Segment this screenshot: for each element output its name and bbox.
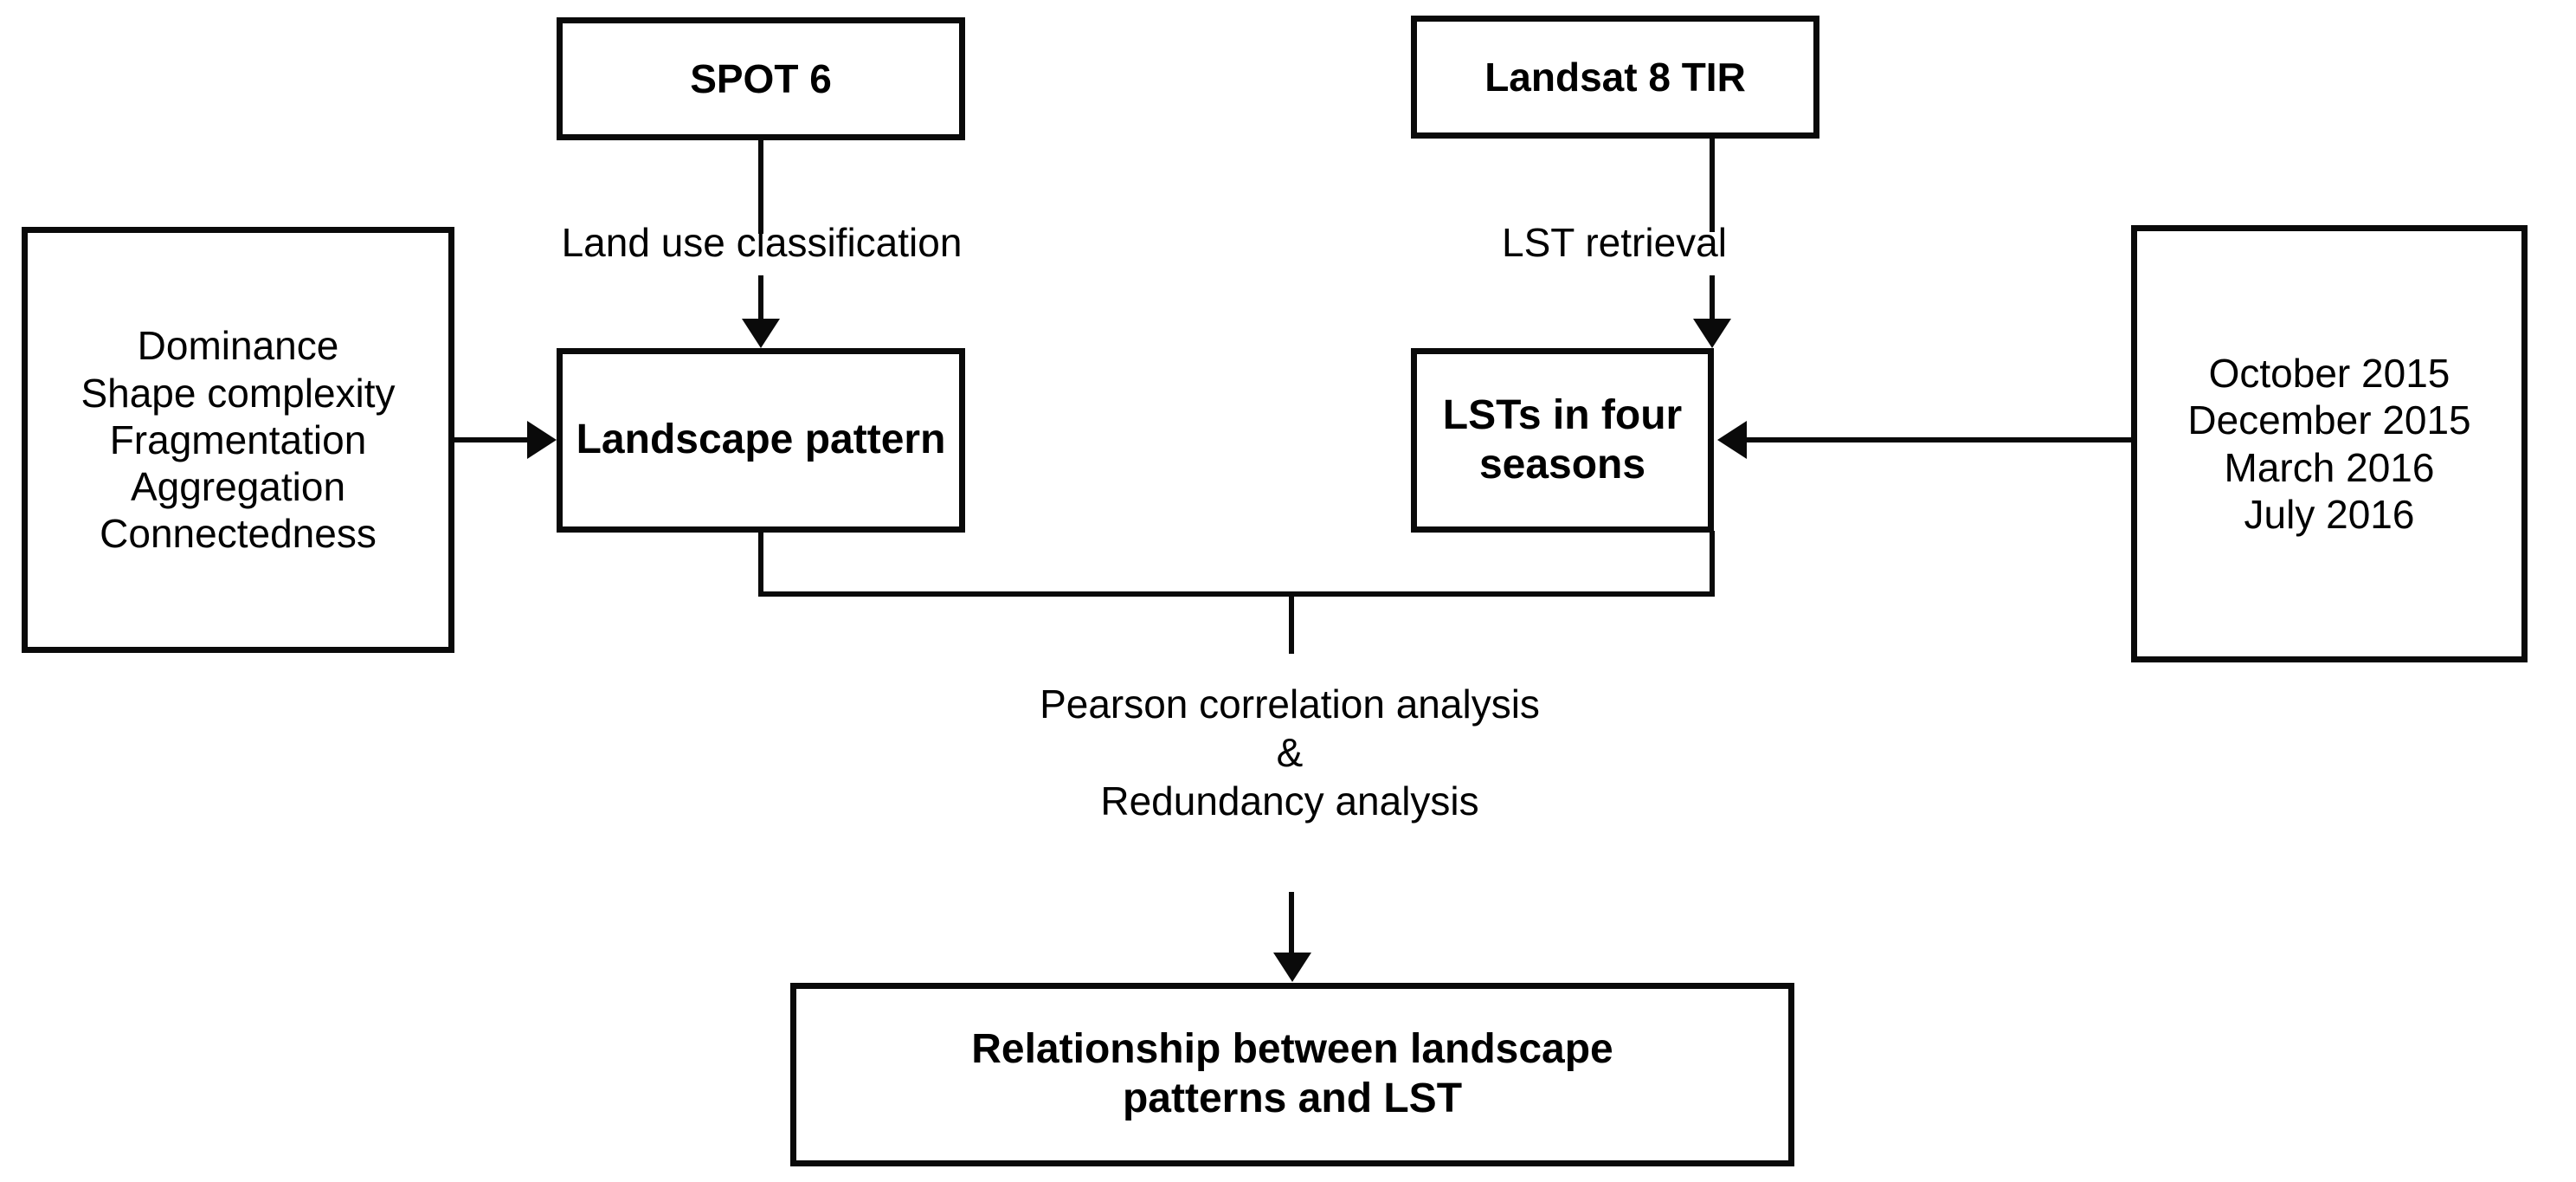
arrowhead-down-result-icon: [1273, 953, 1311, 982]
edge-label-lst-retrieval: LST retrieval: [1502, 220, 1727, 265]
node-landscape-metrics-label: Dominance Shape complexity Fragmentation…: [80, 323, 396, 557]
connector-landsat-to-label: [1710, 139, 1715, 232]
connector-merge-to-analysis: [1289, 591, 1294, 654]
node-landscape-pattern: Landscape pattern: [557, 348, 965, 533]
node-relationship-result-label: Relationship between landscape patterns …: [971, 1026, 1613, 1121]
connector-dates-to-lsts: [1747, 437, 2133, 442]
node-lsts-four-seasons: LSTs in four seasons: [1411, 348, 1714, 533]
edge-label-land-use-classification: Land use classification: [561, 220, 963, 265]
node-acquisition-dates-label: October 2015 December 2015 March 2016 Ju…: [2187, 350, 2471, 537]
arrowhead-left-lsts-icon: [1717, 421, 1747, 459]
connector-spot6-to-label: [758, 140, 763, 234]
node-lsts-four-seasons-label: LSTs in four seasons: [1442, 391, 1683, 488]
arrowhead-down-lsts-icon: [1693, 319, 1731, 348]
edge-label-analysis-methods: Pearson correlation analysis & Redundanc…: [1040, 681, 1540, 824]
node-landsat-8-tir: Landsat 8 TIR: [1411, 16, 1819, 139]
connector-merge-bar: [758, 591, 1715, 597]
connector-landscape-down: [758, 531, 763, 597]
arrowhead-right-landscape-icon: [527, 421, 557, 459]
connector-analysis-to-result: [1289, 892, 1294, 954]
arrowhead-down-landscape-icon: [742, 319, 780, 348]
node-relationship-result: Relationship between landscape patterns …: [790, 983, 1794, 1166]
node-acquisition-dates: October 2015 December 2015 March 2016 Ju…: [2131, 225, 2528, 662]
node-spot6: SPOT 6: [557, 17, 965, 140]
node-landsat-8-tir-label: Landsat 8 TIR: [1484, 54, 1746, 100]
node-landscape-metrics: Dominance Shape complexity Fragmentation…: [22, 227, 454, 653]
connector-lsts-down: [1710, 531, 1715, 597]
node-landscape-pattern-label: Landscape pattern: [576, 417, 946, 463]
connector-label-to-lsts: [1710, 275, 1715, 320]
connector-metrics-to-landscape: [454, 437, 539, 442]
node-spot6-label: SPOT 6: [690, 55, 832, 101]
connector-label-to-landscape: [758, 275, 763, 320]
